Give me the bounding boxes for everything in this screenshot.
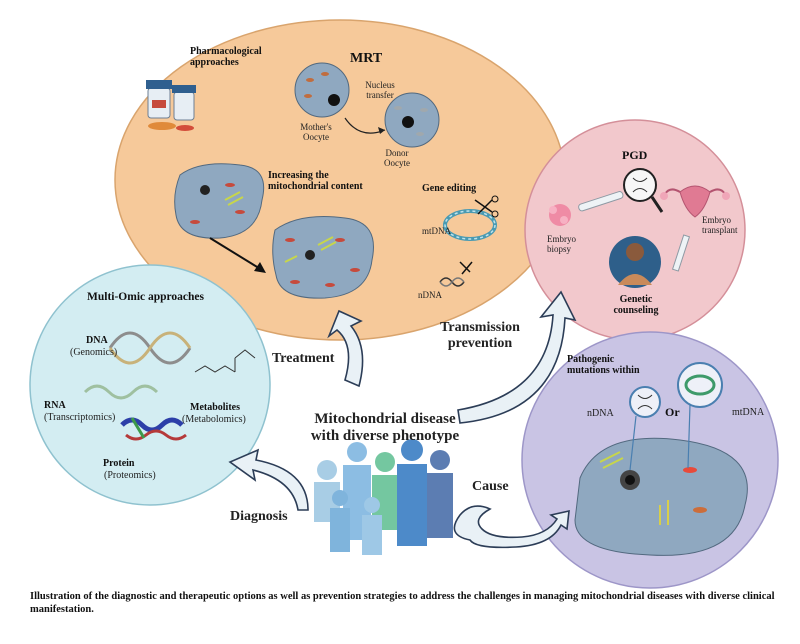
- mothers-oocyte-icon: [294, 62, 350, 118]
- donor-oocyte-label: Donor Oocyte: [384, 148, 410, 168]
- increasing-content-label: Increasing the mitochondrial content: [268, 170, 363, 192]
- gene-editing-label: Gene editing: [422, 183, 477, 194]
- rna-strand-icon: [83, 384, 159, 400]
- cell-after-icon: [272, 216, 374, 299]
- embryo-transplant-label: Embryo transplant: [702, 215, 738, 235]
- genetic-counseling-label: Genetic counseling: [613, 294, 659, 316]
- patient-cell-icon: [574, 437, 748, 556]
- magnifier-icon: [623, 168, 664, 213]
- omics-region: [29, 264, 271, 506]
- metabolites-label: Metabolites: [190, 402, 240, 413]
- increasing-arrowhead: [254, 262, 266, 273]
- dna-label: DNA: [86, 335, 108, 346]
- transcriptomics-label: (Transcriptomics): [44, 412, 116, 423]
- diagram-canvas: [29, 19, 779, 589]
- metabolite-structure-icon: [194, 349, 256, 373]
- pgd-title: PGD: [622, 148, 648, 162]
- increasing-arrow: [209, 237, 263, 271]
- nucleus-transfer-arrowhead: [378, 127, 385, 134]
- proteomics-label: (Proteomics): [104, 470, 156, 481]
- embryo-icon: [549, 204, 571, 226]
- pathogenic-mtdna-label: mtDNA: [732, 407, 765, 418]
- nucleus-transfer-label: Nucleus transfer: [365, 80, 395, 100]
- diagnosis-arrow: [228, 448, 309, 511]
- omics-title: Multi-Omic approaches: [87, 291, 205, 303]
- counselor-icon: [609, 236, 661, 288]
- pathogenic-title: Pathogenic mutations within: [567, 354, 640, 376]
- transfer-pipette-icon: [671, 234, 691, 272]
- pharmacological-label: Pharmacological approaches: [190, 46, 262, 68]
- center-title-line1: Mitochondrial disease: [314, 411, 456, 427]
- rna-label: RNA: [44, 400, 66, 411]
- medicine-bottles-icon: [146, 80, 196, 131]
- or-label: Or: [665, 405, 680, 419]
- uterus-icon: [660, 185, 730, 218]
- mothers-oocyte-label: Mother's Oocyte: [300, 122, 332, 142]
- mrt-label: MRT: [350, 51, 383, 66]
- protein-structure-icon: [120, 417, 187, 441]
- mtdna-zoom-icon: [677, 362, 723, 469]
- dna-helix-icon: [108, 331, 192, 365]
- figure-caption: Illustration of the diagnostic and thera…: [30, 591, 775, 615]
- transmission-label-line1: Transmission: [440, 320, 520, 335]
- metabolomics-label: (Metabolomics): [182, 414, 246, 425]
- diagnosis-label: Diagnosis: [230, 509, 288, 524]
- transmission-label-line2: prevention: [447, 336, 513, 351]
- protein-label: Protein: [103, 458, 135, 469]
- center-title-line2: with diverse phenotype: [310, 428, 460, 444]
- cause-arrow: [453, 505, 570, 549]
- mtdna-ring-icon: [443, 209, 497, 241]
- transmission-arrow: [457, 290, 577, 424]
- treatment-mtdna-label: mtDNA: [422, 226, 451, 236]
- pathogenic-ndna-label: nDNA: [587, 408, 614, 419]
- pipette-icon: [578, 191, 624, 212]
- genomics-label: (Genomics): [70, 347, 118, 358]
- ndna-zoom-icon: [629, 386, 661, 471]
- treatment-ndna-label: nDNA: [418, 290, 442, 300]
- people-silhouettes-icon: [314, 439, 453, 555]
- cause-label: Cause: [472, 479, 509, 494]
- treatment-arrow: [327, 309, 364, 388]
- donor-oocyte-icon: [384, 92, 440, 148]
- treatment-label: Treatment: [272, 351, 335, 366]
- embryo-biopsy-label: Embryo biopsy: [547, 234, 576, 254]
- scissors-icon: [474, 195, 499, 218]
- ndna-helix-icon: [439, 261, 473, 287]
- cell-before-icon: [174, 163, 265, 239]
